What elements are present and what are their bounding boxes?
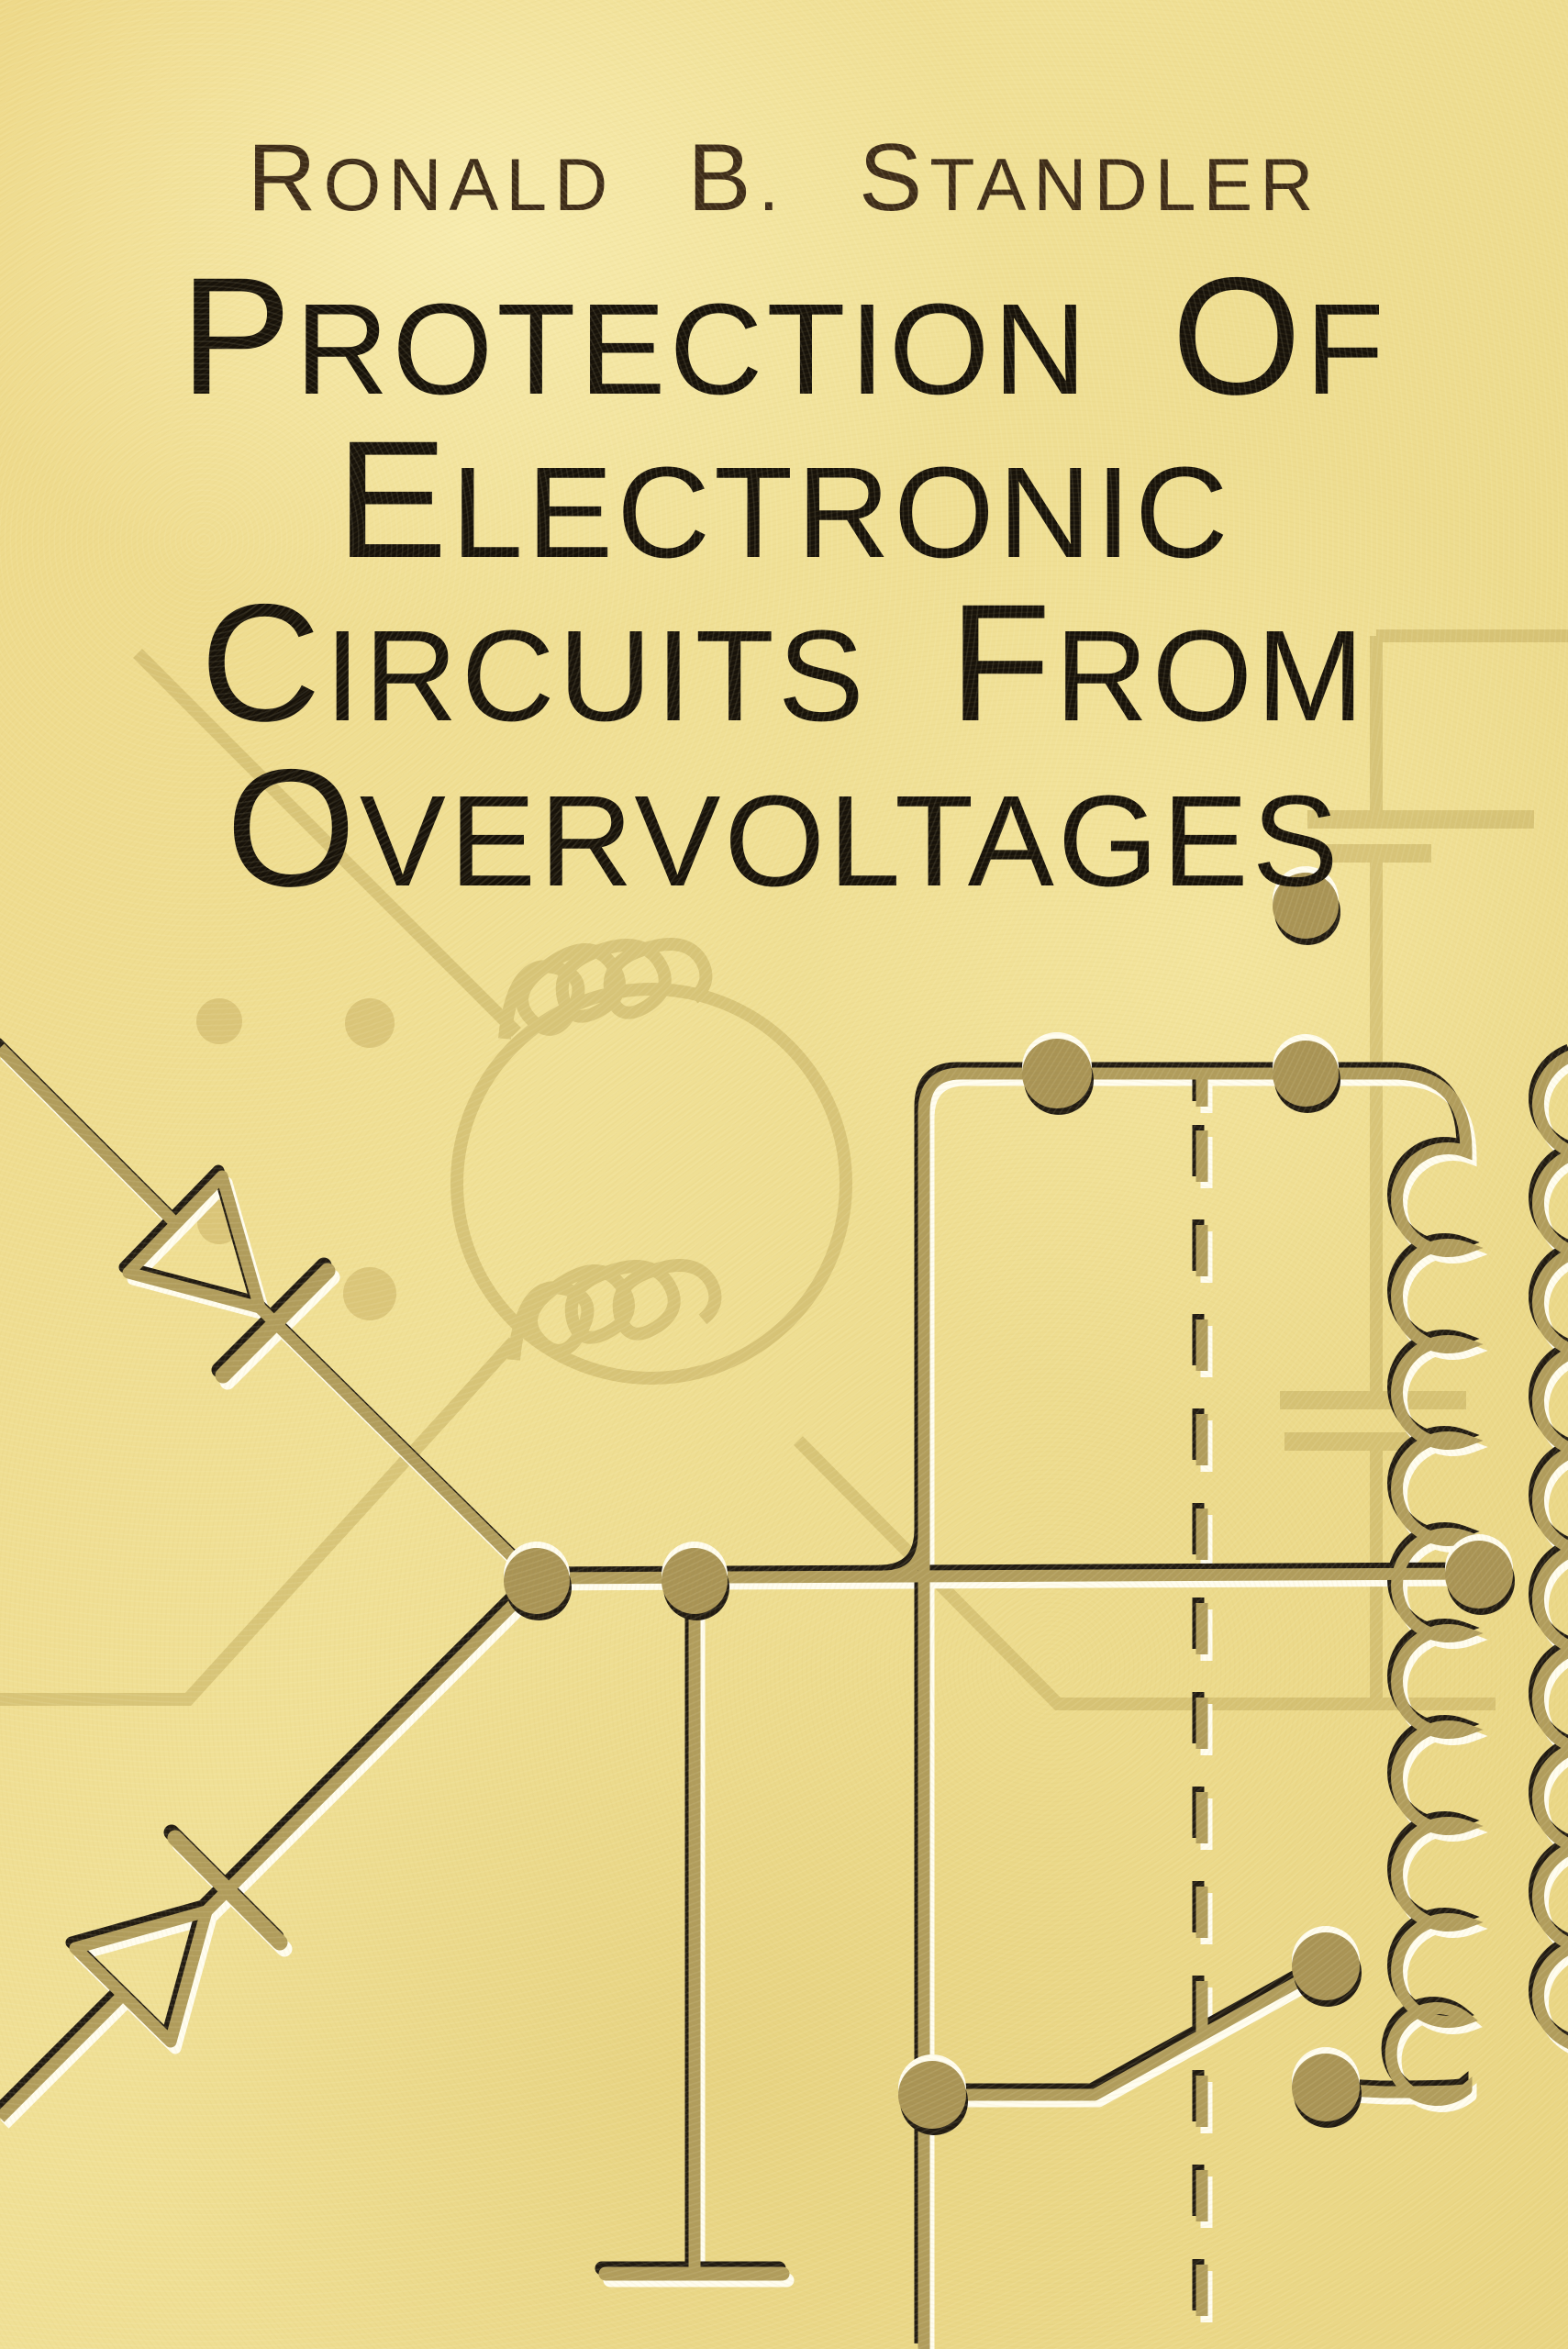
watermark-frame-right — [794, 1436, 1496, 1710]
author-name: RONALD B. STANDLER — [247, 125, 1321, 231]
title-line-1: PROTECTION OF — [180, 242, 1388, 429]
title-line-4: OVERVOLTAGES — [226, 734, 1342, 921]
transformer-circle-watermark — [450, 983, 852, 1385]
watermark-frame-left — [0, 1337, 519, 1706]
watermark-diagonal-upper — [133, 649, 521, 1037]
title-line-3: CIRCUITS FROM — [200, 569, 1368, 756]
title-line-2: ELECTRONIC — [336, 406, 1232, 593]
watermark-pale-dots — [196, 998, 396, 1320]
coil-scribble-bottom — [514, 1265, 715, 1360]
watermark-capacitor-upper — [1307, 629, 1568, 1393]
